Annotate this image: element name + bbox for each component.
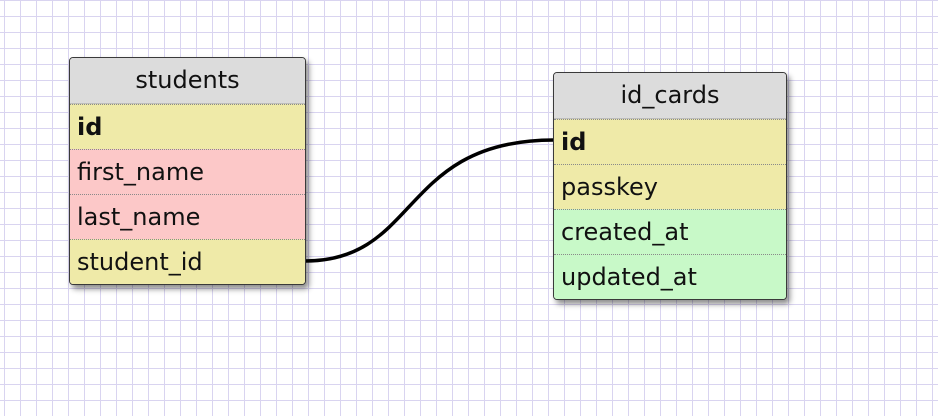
relation-line-student-id-to-id-cards-id[interactable] bbox=[303, 138, 556, 263]
field-id-cards-updated-at[interactable]: updated_at bbox=[554, 254, 786, 299]
field-students-student-id[interactable]: student_id bbox=[70, 239, 305, 284]
field-students-id[interactable]: id bbox=[70, 104, 305, 149]
field-id-cards-passkey[interactable]: passkey bbox=[554, 164, 786, 209]
table-students[interactable]: students id first_name last_name student… bbox=[69, 57, 306, 285]
field-students-first-name[interactable]: first_name bbox=[70, 149, 305, 194]
field-id-cards-created-at[interactable]: created_at bbox=[554, 209, 786, 254]
table-students-header[interactable]: students bbox=[70, 58, 305, 104]
field-id-cards-id[interactable]: id bbox=[554, 119, 786, 164]
table-id-cards[interactable]: id_cards id passkey created_at updated_a… bbox=[553, 72, 787, 300]
table-id-cards-header[interactable]: id_cards bbox=[554, 73, 786, 119]
field-students-last-name[interactable]: last_name bbox=[70, 194, 305, 239]
